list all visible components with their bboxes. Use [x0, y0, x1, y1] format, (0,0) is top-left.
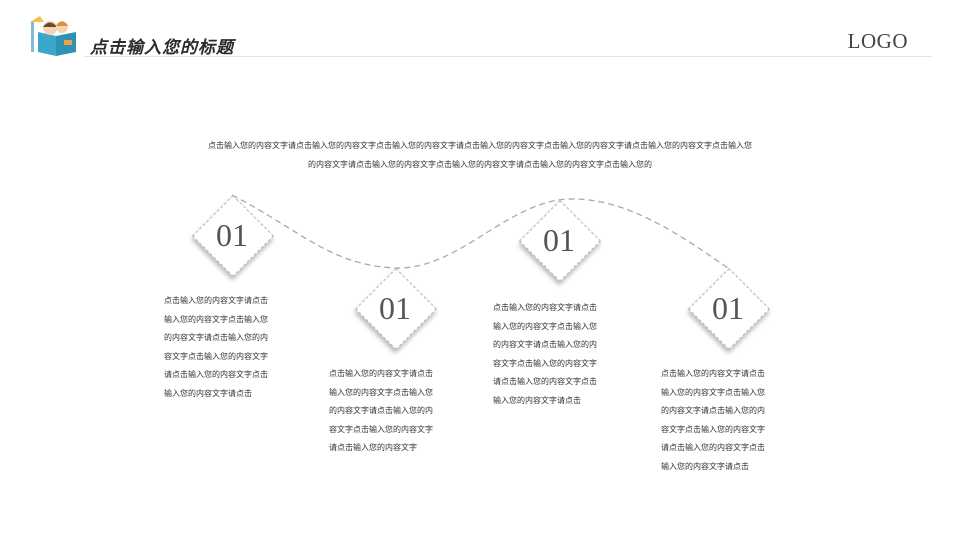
step-text-line: 输入您的内容文字点击输入您 [164, 314, 268, 324]
intro-line: 点击输入您的内容文字请点击输入您的内容文字点击输入您的内容文字请点击输入您的内容… [208, 141, 752, 150]
step-text-1: 点击输入您的内容文字请点击 输入您的内容文字点击输入您 的内容文字请点击输入您的… [164, 292, 304, 403]
intro-paragraph: 点击输入您的内容文字请点击输入您的内容文字点击输入您的内容文字请点击输入您的内容… [120, 136, 840, 174]
step-text-line: 容文字点击输入您的内容文字 [329, 424, 433, 434]
step-text-line: 请点击输入您的内容文字点击 [164, 370, 268, 379]
step-text-line: 的内容文字请点击输入您的内 [164, 333, 268, 342]
intro-line: 的内容文字请点击输入您的内容文字点击输入您的内容文字请点击输入您的内容文字点击输… [308, 160, 652, 169]
step-text-line: 点击输入您的内容文字请点击 [329, 369, 433, 378]
step-diamond-4: 01 [687, 267, 771, 351]
step-text-line: 容文字点击输入您的内容文字 [493, 358, 597, 368]
step-text-line: 的内容文字请点击输入您的内 [493, 340, 597, 349]
logo-text: LOGO [847, 29, 908, 53]
step-text-line: 输入您的内容文字点击输入您 [661, 387, 765, 397]
step-text-3: 点击输入您的内容文字请点击 输入您的内容文字点击输入您 的内容文字请点击输入您的… [493, 299, 633, 410]
step-text-line: 输入您的内容文字点击输入您 [329, 387, 433, 397]
step-diamond-2: 01 [354, 267, 438, 351]
step-text-line: 输入您的内容文字点击输入您 [493, 321, 597, 331]
step-text-line: 点击输入您的内容文字请点击 [164, 296, 268, 305]
step-text-line: 输入您的内容文字请点击 [661, 461, 749, 471]
reading-kids-icon [30, 16, 76, 56]
step-text-line: 请点击输入您的内容文字 [329, 443, 417, 452]
step-text-line: 请点击输入您的内容文字点击 [493, 377, 597, 386]
step-text-line: 容文字点击输入您的内容文字 [164, 351, 268, 361]
step-number: 01 [379, 289, 411, 326]
step-text-line: 容文字点击输入您的内容文字 [661, 424, 765, 434]
step-number: 01 [543, 221, 575, 258]
step-text-line: 输入您的内容文字请点击 [164, 388, 252, 398]
step-text-4: 点击输入您的内容文字请点击 输入您的内容文字点击输入您 的内容文字请点击输入您的… [661, 365, 801, 476]
step-number: 01 [216, 216, 248, 253]
step-text-2: 点击输入您的内容文字请点击 输入您的内容文字点击输入您 的内容文字请点击输入您的… [329, 365, 469, 458]
step-text-line: 请点击输入您的内容文字点击 [661, 443, 765, 452]
step-text-line: 的内容文字请点击输入您的内 [661, 406, 765, 415]
step-text-line: 点击输入您的内容文字请点击 [493, 303, 597, 312]
header-divider [84, 56, 932, 57]
step-number: 01 [712, 289, 744, 326]
step-text-line: 的内容文字请点击输入您的内 [329, 406, 433, 415]
step-text-line: 输入您的内容文字请点击 [493, 395, 581, 405]
step-diamond-3: 01 [518, 199, 602, 283]
step-diamond-1: 01 [191, 194, 275, 278]
step-text-line: 点击输入您的内容文字请点击 [661, 369, 765, 378]
page-title: 点击输入您的标题 [90, 38, 234, 58]
